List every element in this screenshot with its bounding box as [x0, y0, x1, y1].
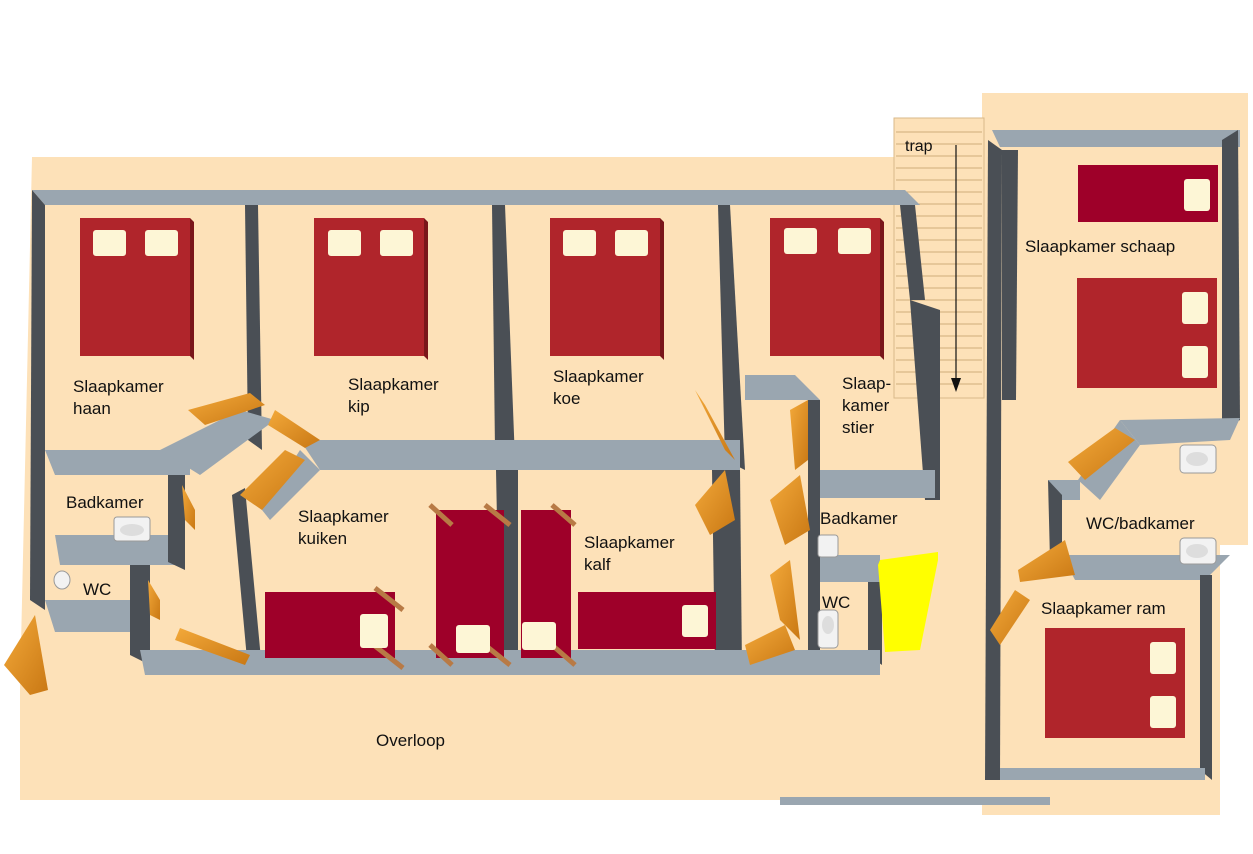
rw-wall-bath-left	[1048, 480, 1080, 500]
yellow-block	[878, 552, 938, 652]
label-room-koe: Slaapkamer koe	[553, 367, 644, 408]
wall-stair-side	[910, 300, 940, 500]
wall-bath-wc	[820, 555, 880, 582]
door	[695, 470, 735, 535]
door	[790, 400, 808, 470]
rw-wall-bottom	[1000, 768, 1205, 780]
wall-hall-diag	[160, 410, 275, 475]
wall-stier-right	[900, 205, 925, 300]
wall-haan-bath	[45, 450, 190, 475]
wall-kuiken-left	[232, 488, 262, 670]
sink-icon	[1179, 537, 1217, 565]
door	[1018, 540, 1075, 582]
wall-kip-kuiken	[300, 440, 740, 470]
label-room-schaap: Slaapkamer schaap	[1025, 237, 1176, 256]
rw-wall-bath-top	[1120, 418, 1240, 445]
door	[745, 625, 795, 665]
wall-bottom-left	[45, 600, 145, 632]
landing-strip	[780, 797, 1050, 805]
door	[1068, 428, 1135, 480]
door	[990, 590, 1030, 645]
door	[148, 580, 160, 620]
door	[182, 485, 195, 530]
single-bed	[578, 592, 716, 649]
label-badkamer-2: Badkamer	[820, 509, 898, 528]
door	[240, 450, 305, 510]
door	[188, 393, 265, 425]
door	[268, 410, 320, 448]
rw-wall-right	[1222, 130, 1240, 430]
wall-wc-side	[130, 565, 150, 665]
double-bed	[550, 218, 664, 360]
rw-wall-ram-right	[1200, 575, 1212, 780]
wall-bath-side	[168, 475, 185, 570]
label-room-haan: Slaapkamer haan	[73, 377, 164, 418]
rw-wall-bath-side	[1048, 480, 1062, 565]
sink-icon	[1179, 444, 1217, 474]
label-trap: trap	[905, 138, 933, 155]
door	[695, 390, 735, 460]
bunk-bed	[265, 586, 405, 670]
label-overloop: Overloop	[376, 731, 445, 750]
label-wc-2: WC	[822, 593, 851, 612]
label-badkamer-1: Badkamer	[66, 493, 144, 512]
label-room-kalf: Slaapkamer kalf	[584, 533, 675, 574]
label-wc-badkamer: WC/badkamer	[1086, 514, 1195, 533]
double-bed	[1077, 278, 1217, 388]
wall-kuiken-diag	[262, 450, 320, 520]
wall-bath-bottom	[55, 535, 180, 565]
wall-kip-koe	[492, 205, 515, 460]
wall-stier-corr-side	[808, 400, 820, 670]
label-room-stier: Slaap- kamer stier	[842, 374, 892, 437]
wall-koe-stier	[718, 205, 745, 470]
toilet-icon	[817, 609, 839, 649]
door	[770, 475, 810, 545]
wall-top	[32, 190, 920, 205]
rw-wall-left-inner	[1002, 150, 1018, 400]
toilet-icon	[53, 570, 71, 590]
bunk-bed	[521, 503, 577, 667]
wall-haan-kip	[245, 205, 262, 450]
label-room-kuiken: Slaapkamer kuiken	[298, 507, 389, 548]
wall-stier-bath	[820, 470, 935, 498]
wall-left	[30, 190, 45, 610]
sink-icon	[113, 516, 151, 542]
door	[770, 560, 800, 640]
sink-icon	[817, 534, 839, 558]
wall-wc-right	[868, 582, 882, 665]
double-bed	[770, 218, 884, 360]
rw-wall-top	[992, 130, 1240, 147]
single-bed	[1078, 165, 1218, 222]
door	[4, 615, 48, 695]
stair-arrow-head	[951, 378, 961, 392]
label-room-kip: Slaapkamer kip	[348, 375, 439, 416]
double-bed	[1045, 628, 1185, 738]
label-room-ram: Slaapkamer ram	[1041, 599, 1166, 618]
door	[175, 628, 250, 665]
label-wc-1: WC	[83, 580, 112, 599]
bunk-bed	[428, 503, 512, 667]
wall-stier-corridor	[745, 375, 820, 400]
double-bed	[314, 218, 428, 360]
double-bed	[80, 218, 194, 360]
